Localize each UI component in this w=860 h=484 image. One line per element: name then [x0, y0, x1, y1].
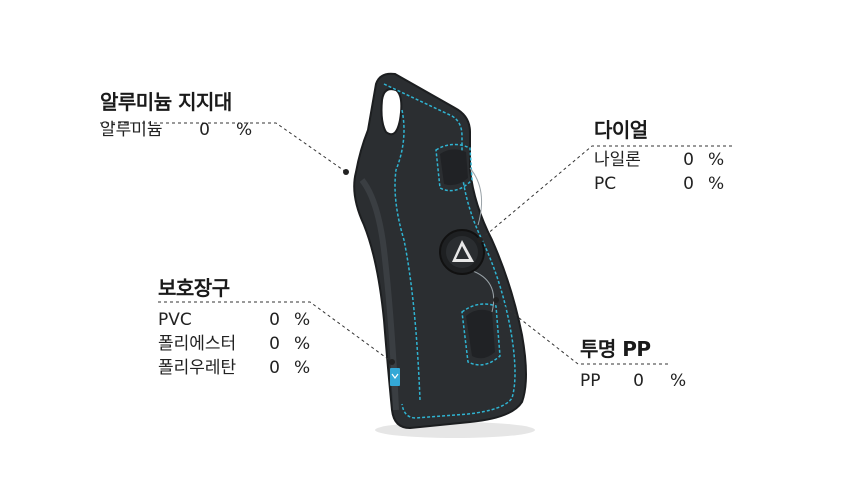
- material-name: PP: [580, 371, 601, 391]
- material-row: 폴리우레탄 0 %: [158, 356, 310, 380]
- brace-side-edge: [359, 178, 399, 411]
- material-row: PP 0 %: [580, 369, 686, 393]
- material-value: 0: [683, 150, 694, 170]
- material-row: 나일론 0 %: [594, 148, 724, 172]
- material-name: PC: [594, 174, 617, 194]
- leader-dial: [479, 145, 732, 241]
- thumb-hole: [380, 88, 403, 136]
- material-name: 폴리우레탄: [158, 358, 237, 378]
- boa-dial-icon: [439, 229, 485, 275]
- stitch-strap-upper: [435, 143, 473, 192]
- material-row: PC 0 %: [594, 172, 724, 196]
- material-value: 0: [269, 334, 280, 354]
- stitch-inner: [394, 109, 421, 401]
- leader-aluminum: [100, 122, 347, 173]
- callout-title: 보호장구: [158, 276, 230, 300]
- callout-aluminum-frame: 알루미늄 지지대 알루미늄 0 %: [100, 90, 252, 142]
- leader-dot-protector: [389, 359, 395, 365]
- callout-title: 다이얼: [594, 118, 648, 142]
- material-value: 0: [269, 310, 280, 330]
- material-unit: %: [236, 120, 253, 140]
- stitch-strap-lower: [461, 303, 501, 366]
- material-value: 0: [683, 174, 694, 194]
- material-row: 알루미늄 0 %: [100, 118, 252, 142]
- material-name: 알루미늄: [100, 120, 163, 140]
- callout-transparent-pp: 투명 PP PP 0 %: [580, 337, 686, 393]
- material-unit: %: [670, 371, 687, 391]
- material-unit: %: [294, 334, 311, 354]
- strap-pad-lower: [466, 309, 495, 359]
- leader-dot-dial: [477, 237, 483, 243]
- material-unit: %: [708, 174, 725, 194]
- leader-protector: [158, 301, 393, 363]
- material-name: 나일론: [594, 150, 641, 170]
- callout-protector: 보호장구 PVC 0 % 폴리에스터 0 % 폴리우레탄 0 %: [158, 276, 310, 380]
- material-unit: %: [708, 150, 725, 170]
- lace-upper: [469, 167, 483, 226]
- wrist-brace-illustration: [353, 72, 527, 430]
- material-unit: %: [294, 358, 311, 378]
- material-value: 0: [269, 358, 280, 378]
- material-row: 폴리에스터 0 %: [158, 332, 310, 356]
- leader-lines: [100, 122, 732, 365]
- strap-pad-upper: [440, 149, 468, 186]
- leader-dot-pp: [493, 297, 499, 303]
- material-value: 0: [633, 371, 644, 391]
- material-value: 0: [199, 120, 210, 140]
- callout-title: 알루미늄 지지대: [100, 90, 232, 114]
- stitch-outer: [383, 83, 516, 419]
- leader-dot-aluminum: [343, 169, 349, 175]
- callout-dial: 다이얼 나일론 0 % PC 0 %: [594, 118, 724, 196]
- leader-pp: [495, 299, 668, 365]
- material-row: PVC 0 %: [158, 308, 310, 332]
- lace-lower: [469, 269, 495, 313]
- material-unit: %: [294, 310, 311, 330]
- material-name: 폴리에스터: [158, 334, 237, 354]
- callout-title: 투명 PP: [580, 337, 651, 361]
- material-name: PVC: [158, 310, 192, 330]
- brand-tag-icon: [390, 368, 400, 386]
